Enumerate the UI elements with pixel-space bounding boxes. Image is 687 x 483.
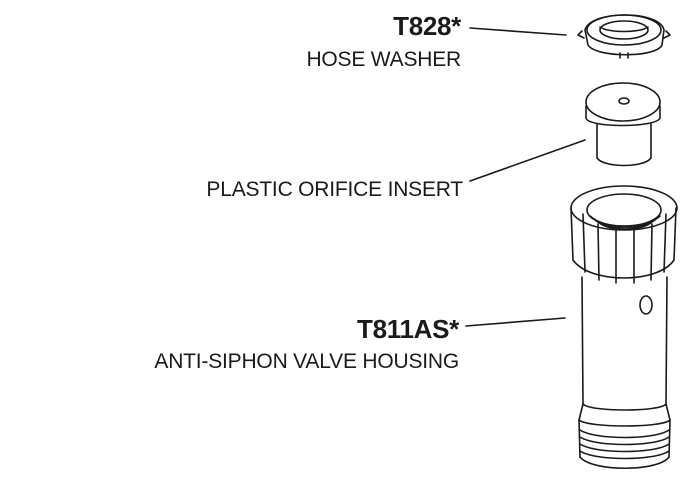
valve-housing-part-number: T811AS* <box>357 314 459 344</box>
plastic-orifice-insert-label: PLASTIC ORIFICE INSERT <box>206 178 463 201</box>
valve-housing-label: ANTI-SIPHON VALVE HOUSING <box>154 350 459 373</box>
valve-housing-leader-line <box>465 317 566 327</box>
orifice-insert-drawing <box>585 82 661 167</box>
hose-washer-leader-line <box>469 27 567 36</box>
hose-washer-drawing <box>577 14 671 59</box>
hose-washer-label: HOSE WASHER <box>306 48 461 71</box>
valve-housing-drawing <box>570 185 678 469</box>
hose-washer-part-number: T828* <box>393 11 461 41</box>
orifice-insert-leader-line <box>469 139 586 182</box>
